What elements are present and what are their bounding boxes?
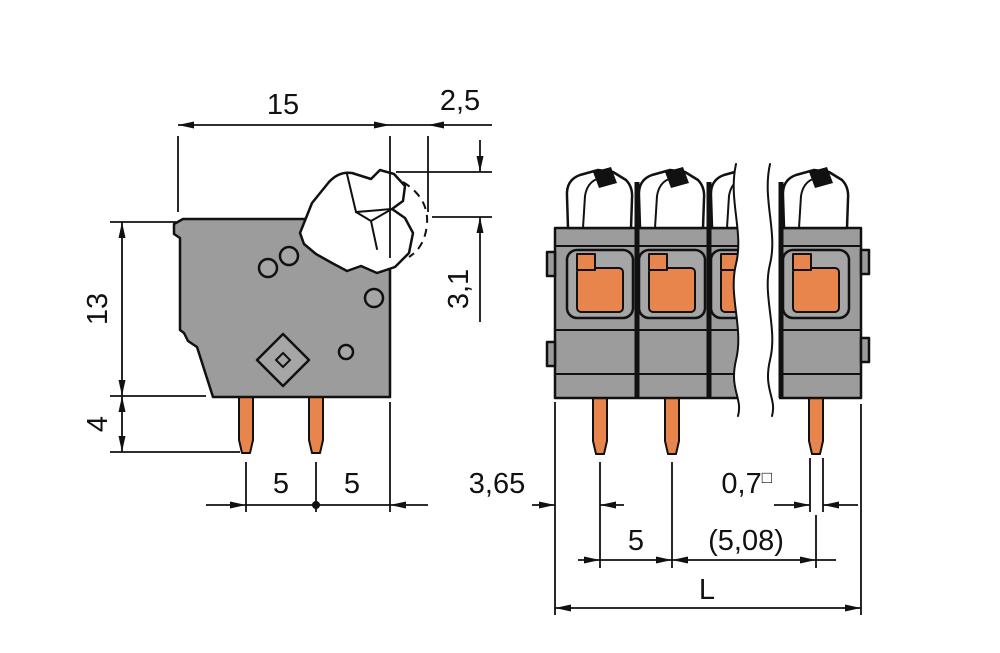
- dim-3-65-label: 3,65: [469, 468, 525, 500]
- dim-15: 15: [177, 89, 492, 258]
- dim-0-7: 0,7□: [721, 458, 858, 512]
- side-hole-4: [337, 343, 355, 361]
- side-lever-alt-position: [402, 181, 429, 258]
- left-tab-lower: [545, 340, 557, 368]
- side-view: 15 2,5 3,1 13: [82, 85, 492, 512]
- dim-2-5-label: 2,5: [440, 85, 480, 117]
- dim-3-1: 3,1: [396, 171, 492, 322]
- dim-pitch-label: 5: [628, 525, 644, 557]
- dim-L-label: L: [699, 574, 715, 606]
- dim-13-label: 13: [82, 293, 114, 325]
- dim-3-1-label: 3,1: [443, 269, 475, 309]
- dim-pitch-a-label: 5: [273, 468, 289, 500]
- dim-pitch-b-label: 5: [344, 468, 360, 500]
- side-hole-2: [278, 245, 300, 267]
- left-tab-upper: [545, 250, 557, 278]
- front-view: 3,65 0,7□ 5 (5,08): [469, 163, 871, 615]
- dim-L: L: [555, 404, 862, 615]
- dim-3-65: 3,65: [469, 402, 624, 615]
- lever-pole-2: [637, 165, 706, 230]
- dim-4-label: 4: [82, 416, 114, 432]
- lever-pole-1: [565, 165, 634, 230]
- side-pin-2: [308, 396, 324, 454]
- side-diamond-opening: [255, 332, 311, 388]
- dim-13: 13: [82, 221, 206, 452]
- dim-2-5: 2,5: [427, 85, 484, 212]
- clamp-pole-2: [637, 248, 707, 320]
- dim-0-7-value: 0,7: [721, 468, 761, 500]
- side-hole-3: [363, 287, 385, 309]
- break-lines: [732, 163, 779, 417]
- square-symbol: □: [762, 468, 772, 487]
- clamp-pole-4: [781, 248, 851, 320]
- front-pin-1: [592, 397, 608, 455]
- side-pin-1: [238, 396, 254, 454]
- dim-0-7-label: 0,7□: [721, 468, 772, 500]
- dim-4: 4: [82, 396, 240, 453]
- front-pin-4: [808, 397, 824, 455]
- dim-15-label: 15: [267, 89, 299, 121]
- side-hole-1: [257, 257, 279, 279]
- side-diamond-inner: [274, 351, 292, 369]
- front-pin-2: [664, 397, 680, 455]
- dim-front-pitch: 5 (5,08): [578, 462, 836, 568]
- dim-side-pitch: 5 5: [206, 402, 428, 512]
- right-tab-upper: [859, 248, 871, 276]
- side-lever: [298, 168, 429, 275]
- dim-pitch-alt-label: (5,08): [708, 525, 784, 557]
- clamp-pole-1: [565, 248, 635, 320]
- right-tab-lower: [859, 336, 871, 364]
- lever-pole-4: [781, 165, 850, 230]
